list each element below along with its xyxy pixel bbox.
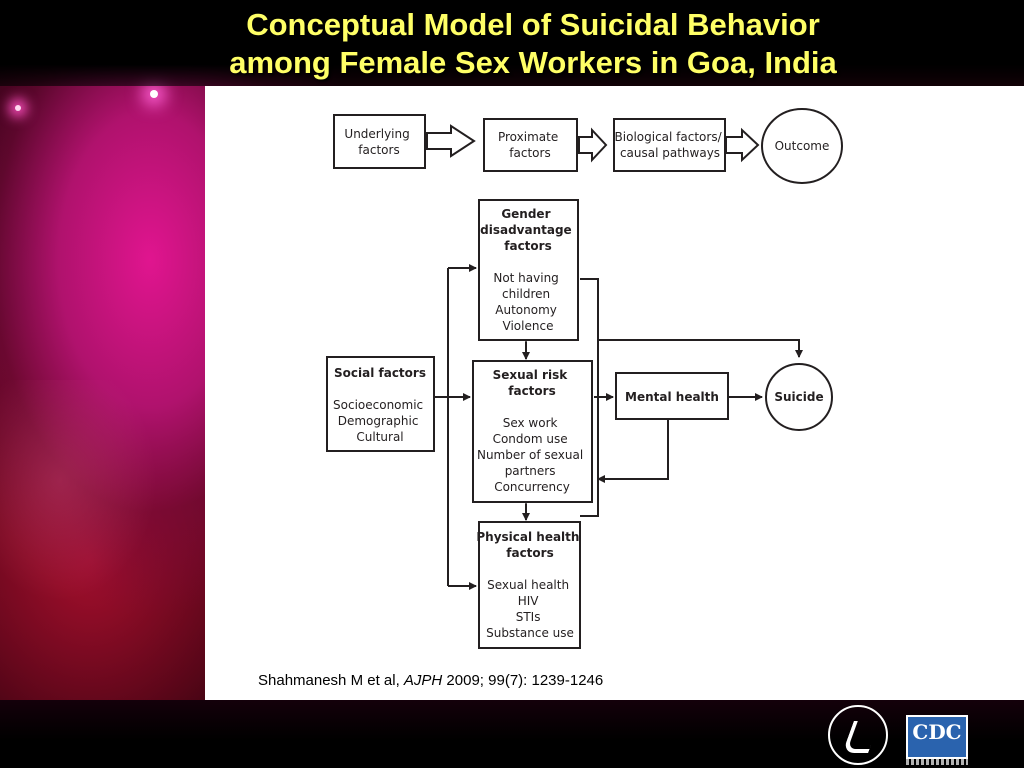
underlying-factors-box xyxy=(333,114,426,169)
suicide-label: Suicide xyxy=(774,390,823,404)
sexual-item: Sex work xyxy=(503,416,558,430)
physical-item: Substance use xyxy=(486,626,574,640)
physical-item: Sexual health xyxy=(487,578,569,592)
citation-ref: 2009; 99(7): 1239-1246 xyxy=(442,672,604,689)
biological-label-2: causal pathways xyxy=(620,146,720,160)
gender-title-2: disadvantage xyxy=(480,223,572,237)
cdc-logo-subtext xyxy=(906,759,968,765)
model-connectors xyxy=(435,264,803,590)
physical-title-2: factors xyxy=(506,546,553,560)
biological-factors-box xyxy=(613,118,726,172)
slide-title: Conceptual Model of Suicidal Behavior am… xyxy=(0,6,1024,82)
svg-text:Sex work Condom use: Sex work Condom use Number of sexual par… xyxy=(477,416,587,494)
citation: Shahmanesh M et al, AJPH 2009; 99(7): 12… xyxy=(258,672,603,689)
svg-text:Proximate factors: Proximate factors xyxy=(498,130,562,160)
background-decoration xyxy=(0,380,205,640)
physical-title-1: Physical health xyxy=(476,530,579,544)
proximate-label-1: Proximate xyxy=(498,130,558,144)
outcome-label: Outcome xyxy=(775,139,830,153)
svg-text:Socioeconomic Demograp: Socioeconomic Demographic Cultural xyxy=(333,398,427,444)
physical-item: STIs xyxy=(516,610,541,624)
svg-text:Underlying factors: Underlying factors xyxy=(344,127,413,157)
gender-title-3: factors xyxy=(504,239,551,253)
svg-text:Gender disadvantage: Gender disadvantage factors xyxy=(480,207,576,253)
proximate-factors-box xyxy=(483,118,578,172)
title-band xyxy=(0,0,1024,86)
conceptual-model-diagram: Underlying factors Proximate factors Bio… xyxy=(326,108,843,649)
sexual-risk-node: Sexual risk factors Sex work Condom use … xyxy=(472,360,593,503)
citation-journal: AJPH xyxy=(403,672,443,689)
gender-item: children xyxy=(502,287,550,301)
social-item: Socioeconomic xyxy=(333,398,423,412)
social-item: Cultural xyxy=(356,430,403,444)
social-factors-node: Social factors Socioeconomic Demographic… xyxy=(326,356,435,452)
legend-arrow xyxy=(426,124,476,158)
cdc-logo: CDC xyxy=(906,715,968,759)
outcome-circle xyxy=(761,108,843,184)
slide-title-line-1: Conceptual Model of Suicidal Behavior xyxy=(246,7,820,42)
gender-item: Violence xyxy=(503,319,554,333)
physical-health-node: Physical health factors Sexual health HI… xyxy=(476,521,583,649)
proximate-label-2: factors xyxy=(509,146,550,160)
sexual-item: Number of sexual xyxy=(477,448,583,462)
gender-title-1: Gender xyxy=(501,207,550,221)
social-title: Social factors xyxy=(334,366,426,380)
sexual-title-1: Sexual risk xyxy=(493,368,569,382)
gender-disadvantage-node: Gender disadvantage factors Not having c… xyxy=(478,199,579,341)
gender-bus-line xyxy=(580,278,599,517)
light-sparkle xyxy=(150,90,158,98)
mental-feedback-arrow xyxy=(597,420,669,483)
underlying-label-2: factors xyxy=(358,143,399,157)
biological-label-1: Biological factors/ xyxy=(615,130,723,144)
svg-text:Biological factors/ ca: Biological factors/ causal pathways xyxy=(615,130,726,160)
suicide-node: Suicide xyxy=(765,363,833,431)
hhs-seal-icon xyxy=(828,705,888,765)
sexual-title-2: factors xyxy=(508,384,555,398)
legend-chain: Underlying factors Proximate factors Bio… xyxy=(333,108,843,184)
mental-health-label: Mental health xyxy=(625,390,719,404)
slide-title-line-2: among Female Sex Workers in Goa, India xyxy=(229,45,837,80)
mental-health-node: Mental health xyxy=(615,372,729,420)
citation-authors: Shahmanesh M et al, xyxy=(258,672,404,689)
svg-text:Not having children: Not having children Autonomy Violence xyxy=(493,271,562,333)
physical-item: HIV xyxy=(518,594,540,608)
gender-item: Not having xyxy=(493,271,558,285)
legend-arrow xyxy=(578,127,608,163)
light-sparkle xyxy=(15,105,21,111)
sexual-item: Concurrency xyxy=(494,480,570,494)
sexual-item: partners xyxy=(505,464,556,478)
svg-text:Sexual health HIV: Sexual health HIV STIs Substance use xyxy=(486,578,574,640)
bus-to-suicide-arrow xyxy=(598,339,803,358)
svg-text:Physical health factor: Physical health factors xyxy=(476,530,583,560)
svg-text:Sexual risk factors: Sexual risk factors xyxy=(493,368,572,398)
legend-arrow xyxy=(725,127,760,163)
sexual-item: Condom use xyxy=(493,432,568,446)
social-item: Demographic xyxy=(338,414,419,428)
underlying-label-1: Underlying xyxy=(344,127,409,141)
gender-item: Autonomy xyxy=(495,303,557,317)
diagram-panel: Underlying factors Proximate factors Bio… xyxy=(205,86,1024,700)
